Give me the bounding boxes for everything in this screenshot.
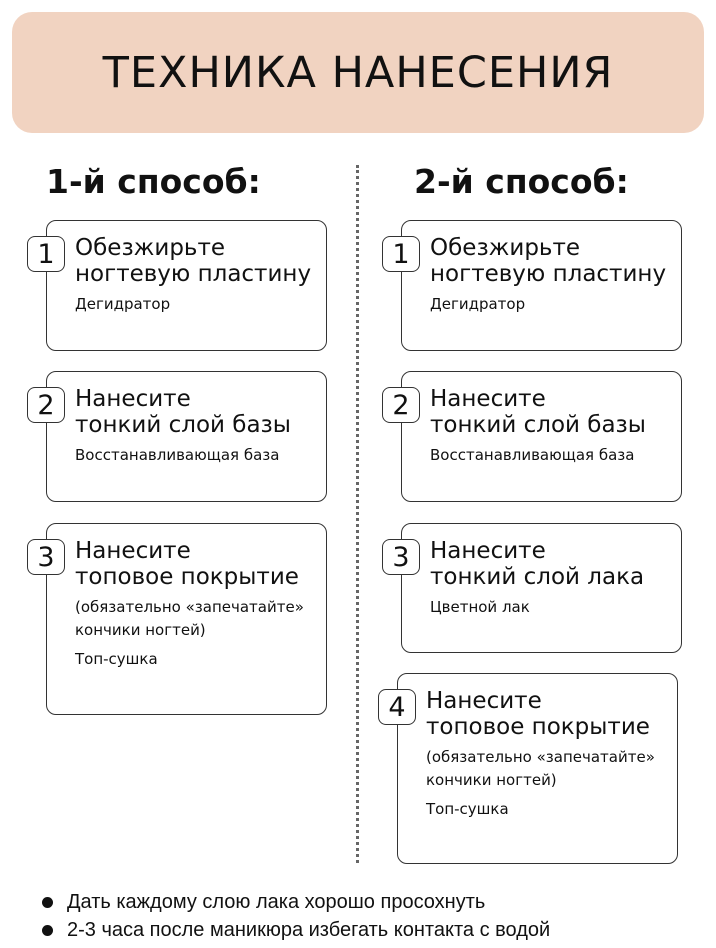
- tip-item: 2-3 часа после маникюра избегать контакт…: [42, 916, 550, 944]
- step-title: Нанесите: [426, 688, 542, 714]
- step-number: 2: [382, 387, 420, 423]
- step-title: Нанесите: [75, 538, 191, 564]
- tip-text: Дать каждому слою лака хорошо просохнуть: [67, 891, 486, 913]
- step-title: топовое покрытие: [426, 714, 650, 740]
- tips-list: Дать каждому слою лака хорошо просохнуть…: [42, 888, 550, 944]
- step-product: Дегидратор: [75, 295, 171, 313]
- step-number: 3: [382, 539, 420, 575]
- step-title: Нанесите: [430, 386, 546, 412]
- step-number: 1: [27, 236, 65, 272]
- step-product: Восстанавливающая база: [75, 446, 280, 464]
- step-product: Восстанавливающая база: [430, 446, 635, 464]
- step-title: ногтевую пластину: [75, 261, 312, 287]
- step-product: Топ-сушка: [426, 800, 509, 818]
- step-title: тонкий слой базы: [75, 412, 291, 438]
- step-number: 3: [27, 539, 65, 575]
- bullet-icon: [42, 896, 53, 908]
- step-number: 1: [382, 236, 420, 272]
- step-title: Нанесите: [75, 386, 191, 412]
- step-note: (обязательно «запечатайте» кончики ногте…: [426, 748, 655, 789]
- step-title: ногтевую пластину: [430, 261, 667, 287]
- step-note: (обязательно «запечатайте» кончики ногте…: [75, 598, 304, 639]
- step-product: Дегидратор: [430, 295, 526, 313]
- step-title: топовое покрытие: [75, 564, 299, 590]
- step-product: Цветной лак: [430, 598, 530, 616]
- page-title: ТЕХНИКА НАНЕСЕНИЯ: [102, 47, 614, 98]
- method-1-heading: 1-й способ:: [46, 162, 261, 201]
- step-title: Обезжирьте: [430, 235, 581, 261]
- tip-text: 2-3 часа после маникюра избегать контакт…: [67, 919, 551, 941]
- step-number: 2: [27, 387, 65, 423]
- dotted-divider: [356, 165, 359, 863]
- title-banner: ТЕХНИКА НАНЕСЕНИЯ: [12, 12, 704, 133]
- step-title: тонкий слой лака: [430, 564, 645, 590]
- step-title: Нанесите: [430, 538, 546, 564]
- tip-item: Дать каждому слою лака хорошо просохнуть: [42, 888, 550, 916]
- step-title: Обезжирьте: [75, 235, 226, 261]
- step-title: тонкий слой базы: [430, 412, 646, 438]
- method-2-heading: 2-й способ:: [414, 162, 629, 201]
- step-product: Топ-сушка: [75, 650, 158, 668]
- step-number: 4: [378, 689, 416, 725]
- bullet-icon: [42, 924, 53, 936]
